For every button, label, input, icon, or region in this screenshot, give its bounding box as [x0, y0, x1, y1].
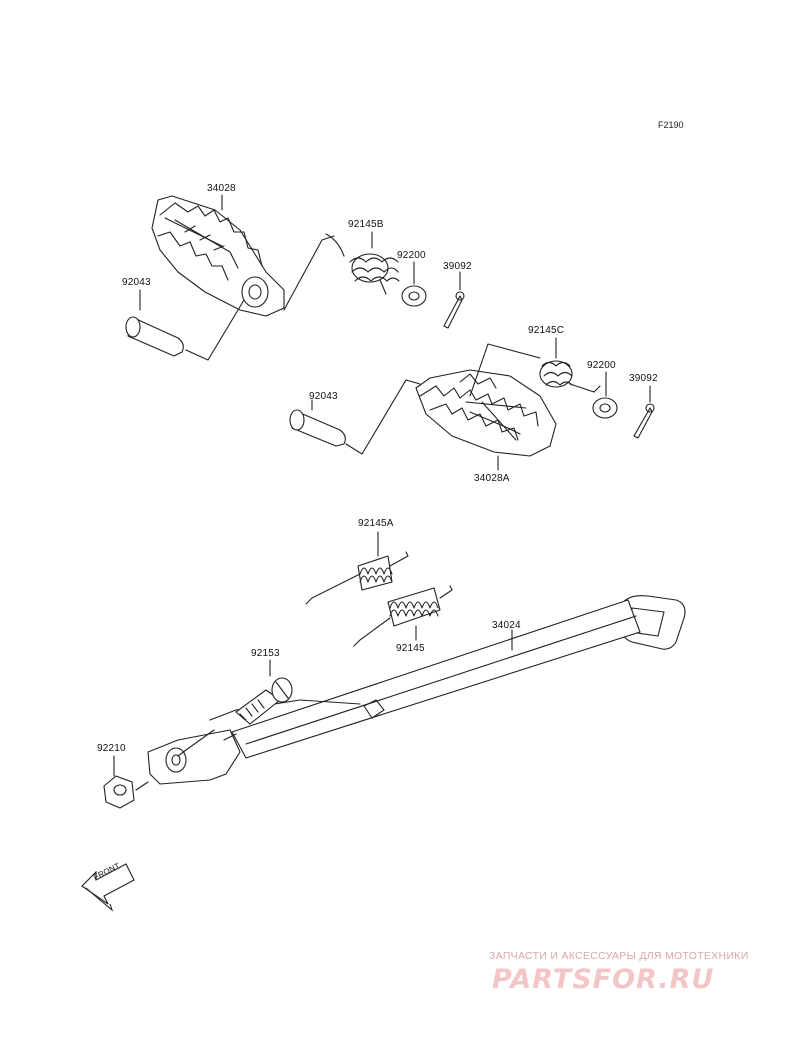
- front-direction-arrow: [81, 863, 135, 912]
- watermark-caption: ЗАПЧАСТИ И АКСЕССУАРЫ ДЛЯ МОТОТЕХНИКИ: [489, 950, 749, 962]
- part-label-34028a[interactable]: 34028A: [474, 473, 510, 484]
- bolt-92153-part: [235, 677, 293, 725]
- part-label-39092-mid[interactable]: 39092: [629, 373, 658, 384]
- figure-code: F2190: [658, 120, 684, 130]
- footpeg-34028a-part: [415, 369, 557, 457]
- side-stand-34024-part: [147, 595, 686, 785]
- part-label-39092-top[interactable]: 39092: [443, 261, 472, 272]
- pin-92043-mid-part: [289, 409, 346, 447]
- part-label-92145c[interactable]: 92145C: [528, 325, 565, 336]
- part-label-92145a[interactable]: 92145A: [358, 518, 394, 529]
- part-label-34028[interactable]: 34028: [207, 183, 236, 194]
- watermark-logo: PARTSFOR.RU: [492, 964, 715, 995]
- pin-92043-top-part: [125, 316, 184, 357]
- spring-92145a-part: [305, 551, 409, 605]
- part-label-92210[interactable]: 92210: [97, 743, 126, 754]
- cotter-pin-39092-mid-part: [633, 403, 655, 439]
- cotter-pin-39092-top-part: [443, 291, 465, 329]
- nut-92210-part: [103, 775, 135, 809]
- part-label-92145b[interactable]: 92145B: [348, 219, 384, 230]
- washer-92200-mid-part: [592, 397, 618, 419]
- part-label-92145[interactable]: 92145: [396, 643, 425, 654]
- part-label-92153[interactable]: 92153: [251, 648, 280, 659]
- footpeg-34028-part: [151, 195, 285, 317]
- part-label-92043-mid[interactable]: 92043: [309, 391, 338, 402]
- spring-92145c-part: [539, 360, 601, 393]
- part-label-92200-mid[interactable]: 92200: [587, 360, 616, 371]
- part-label-92043-top[interactable]: 92043: [122, 277, 151, 288]
- spring-92145b-part: [325, 233, 400, 295]
- part-label-92200-top[interactable]: 92200: [397, 250, 426, 261]
- part-label-34024[interactable]: 34024: [492, 620, 521, 631]
- spring-92145-part: [353, 585, 453, 647]
- washer-92200-top-part: [401, 285, 427, 307]
